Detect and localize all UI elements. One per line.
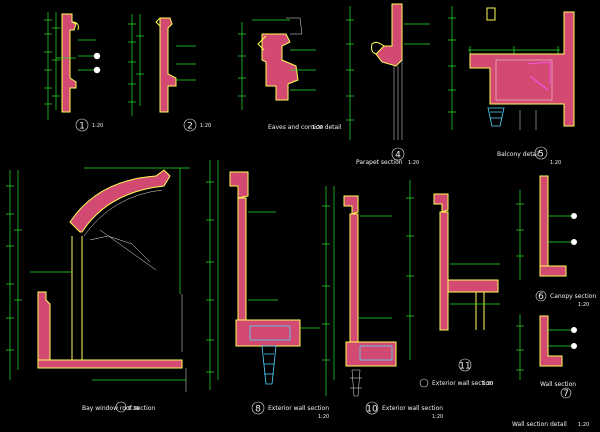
detail-5-caption: Balcony detail [497,151,540,158]
detail-7: 7 Wall section [516,314,577,399]
detail-6-canopy [539,265,567,277]
detail-8-window-frame [249,325,291,341]
detail-10-parapet-cap [343,195,359,215]
detail-4: 4 Parapet section 1:20 [346,3,430,166]
detail-11-number: 11 [459,362,470,372]
detail-6-scale: 1:20 [578,302,589,308]
detail-2-cornice-section [159,17,177,113]
detail-11-caption: Exterior wall section [432,380,493,387]
detail-10-callout-circle [365,401,379,415]
detail-1-cornice-section [61,13,77,113]
detail-8: 8 Exterior wall section 1:20 [206,160,329,420]
detail-2-callout-circle [183,118,197,132]
detail-5-scale: 1:20 [550,160,561,166]
detail-11-callout-circle [458,358,472,372]
detail-5: Balcony detail 5 1:20 [448,6,575,166]
title-block-scale: 1:20 [578,422,589,428]
bay-window-floor-slab [37,359,183,369]
detail-10-number: 10 [366,405,378,415]
detail-11: 11 Exterior wall section 1:20 [406,180,500,388]
bay-window-caption: Bay window roof section [82,405,155,412]
detail-2-scale: 1:20 [200,123,211,129]
detail-2: 2 1:20 [128,14,211,132]
detail-4-caption: Parapet section [356,159,403,166]
eaves-caption: Eaves and cornice detail [268,124,342,131]
balcony-slab-section [469,11,575,127]
detail-7-wall [539,315,563,367]
detail-2-number: 2 [187,122,193,132]
balcony-post-cap [486,7,496,21]
title-block-label: Wall section detail [512,421,567,428]
balcony-opening [495,59,553,101]
detail-8-scale: 1:20 [318,414,329,420]
detail-5-callout-circle [534,146,548,160]
detail-11-scale: 1:20 [482,381,493,387]
detail-6: 6 Canopy section 1:20 [516,175,596,308]
eaves-scale: 1:20 [312,125,323,131]
detail-2-dimension-chain [128,14,144,116]
bay-window-callout-circle [115,401,127,413]
detail-8-number: 8 [255,405,261,415]
detail-1: 1 1:20 [44,12,103,132]
detail-6-callout-circle [535,290,547,302]
bay-window-arched-roof [69,169,171,233]
detail-10-scale: 1:20 [432,414,443,420]
detail-4-callout-circle [391,147,405,161]
detail-1-callout-circle [75,118,89,132]
detail-8-callout-circle [251,401,265,415]
parapet-section [375,3,403,67]
detail-7-number: 7 [563,389,569,399]
detail-8-caption: Exterior wall section [268,405,329,412]
eaves-cornice-section [261,33,299,101]
title-block: Wall section detail 1:20 [512,421,589,428]
detail-1-number: 1 [79,122,85,132]
detail-10-window-frame [359,345,393,361]
detail-11-parapet-cap [433,193,449,213]
detail-1-tag-a [93,52,101,60]
detail-6-tag-a [571,213,577,219]
bay-window-scale: 1:20 [128,406,139,412]
detail-7-callout-circle [560,387,572,399]
bay-window-dimension-chain [6,170,22,380]
detail-4-number: 4 [395,151,401,161]
detail-eaves: Eaves and cornice detail 1:20 [238,17,342,131]
detail-6-tag-b [571,239,577,245]
detail-7-caption: Wall section [540,381,576,388]
detail-11-canopy-slab [447,279,499,293]
detail-11-section-mark [419,378,429,388]
detail-bay-window: Bay window roof section 1:20 [6,167,190,413]
detail-5-number: 5 [538,150,544,160]
detail-7-tag-a [571,327,577,333]
bay-window-side-wall [37,291,51,361]
detail-4-scale: 1:20 [408,160,419,166]
detail-10: 10 Exterior wall section 1:20 [322,186,443,420]
detail-8-parapet-cap [229,171,249,199]
detail-8-floor-slab [235,319,301,347]
detail-6-caption: Canopy section [550,293,596,300]
detail-1-scale: 1:20 [92,123,103,129]
detail-11-wall [439,211,449,331]
detail-6-wall [539,175,549,271]
detail-10-caption: Exterior wall section [382,405,443,412]
detail-1-tag-b [93,66,101,74]
detail-1-dimension-chain [44,12,60,120]
detail-7-tag-b [571,343,577,349]
detail-6-number: 6 [538,292,544,302]
detail-10-wall [349,213,359,343]
detail-8-wall [237,197,247,321]
